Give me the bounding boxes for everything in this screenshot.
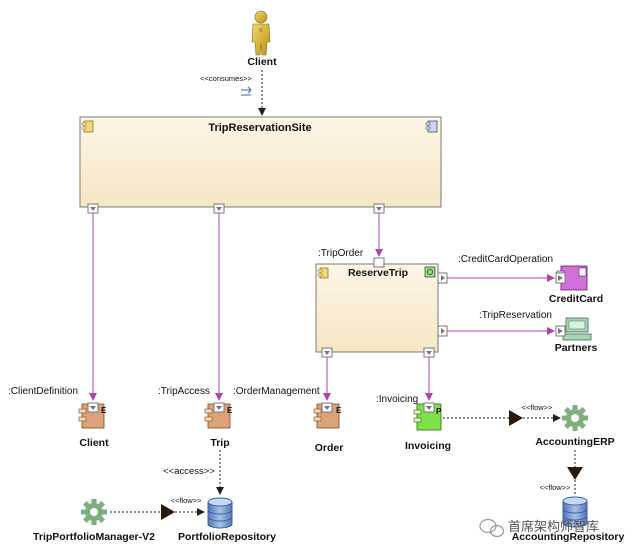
trip-reservation-site[interactable]: TripReservationSite: [79, 116, 442, 214]
label-invoicing: :Invoicing: [376, 394, 418, 405]
computer-icon: [562, 317, 592, 341]
accounting-erp[interactable]: AccountingERP: [535, 405, 615, 448]
site-port-trip-access[interactable]: [213, 203, 225, 214]
portfolio-repository[interactable]: PortfolioRepository: [178, 497, 276, 543]
wechat-icon: [479, 518, 505, 538]
consumes-stereotype: <<consumes>>: [200, 74, 252, 83]
reserve-port-credit-card[interactable]: [437, 272, 448, 284]
invoicing-component[interactable]: P Invoicing: [405, 402, 451, 452]
component-icon: [317, 267, 329, 279]
watermark-text: 首席架构师智库: [508, 519, 599, 534]
site-title: TripReservationSite: [208, 122, 311, 134]
entity-mark: E: [101, 406, 107, 415]
port-labels: :TripOrder :CreditCardOperation :TripRes…: [8, 248, 553, 405]
label-client-definition: :ClientDefinition: [8, 386, 78, 397]
reserve-port-order-management[interactable]: [321, 347, 333, 358]
connectors: [89, 213, 555, 401]
partners-component[interactable]: Partners: [555, 317, 598, 354]
reserve-title: ReserveTrip: [348, 267, 408, 279]
client-actor[interactable]: Client: [247, 10, 277, 68]
process-icon: [424, 266, 436, 278]
label-order-management: :OrderManagement: [233, 386, 320, 397]
flow-stereotype: <<flow>>: [540, 483, 571, 492]
accounting-repository[interactable]: AccountingRepository: [512, 496, 625, 543]
access-trip-to-portfolio[interactable]: <<access>>: [163, 450, 224, 495]
portfolio-repository-label: PortfolioRepository: [178, 531, 276, 543]
accounting-erp-label: AccountingERP: [535, 436, 614, 448]
flow-arrow: [567, 467, 583, 480]
label-trip-reservation: :TripReservation: [479, 310, 552, 321]
interface-icon: [241, 86, 252, 96]
credit-card-component[interactable]: CreditCard: [549, 265, 603, 305]
gear-icon: [562, 405, 588, 431]
flow-manager-to-portfolio[interactable]: <<flow>>: [110, 496, 205, 520]
component-icon: [81, 120, 94, 133]
reserve-trip[interactable]: ReserveTrip: [315, 257, 448, 358]
invoicing-component-label: Invoicing: [405, 440, 451, 452]
flow-erp-to-accounting-repository[interactable]: <<flow>>: [540, 450, 583, 496]
watermark: 首席架构师智库: [479, 518, 599, 538]
actor-label: Client: [247, 56, 277, 68]
client-component-label: Client: [79, 437, 109, 449]
flow-stereotype: <<flow>>: [171, 496, 202, 505]
site-port-client-definition[interactable]: [87, 203, 99, 214]
label-trip-order: :TripOrder: [318, 248, 364, 259]
gear-icon: [81, 499, 107, 525]
access-stereotype: <<access>>: [163, 466, 215, 477]
process-mark: P: [436, 407, 442, 416]
client-component[interactable]: E Client: [78, 402, 109, 449]
reserve-port-trip-reservation[interactable]: [437, 325, 448, 337]
flow-invoicing-to-erp[interactable]: <<flow>>: [443, 403, 561, 426]
entity-mark: E: [227, 406, 233, 415]
label-credit-card-operation: :CreditCardOperation: [458, 254, 553, 265]
trip-portfolio-manager-label: TripPortfolioManager-V2: [33, 531, 155, 543]
actor-icon: [251, 10, 271, 56]
site-port-trip-order[interactable]: [373, 203, 385, 214]
entity-mark: E: [336, 406, 342, 415]
trip-portfolio-manager[interactable]: TripPortfolioManager-V2: [33, 499, 155, 543]
flow-arrow: [161, 504, 175, 520]
credit-card-label: CreditCard: [549, 293, 603, 305]
trip-component[interactable]: E Trip: [204, 402, 233, 449]
reserve-port-invoicing[interactable]: [423, 347, 435, 358]
database-icon: [207, 497, 233, 529]
accounting-repository-label: AccountingRepository: [512, 531, 625, 543]
label-trip-access: :TripAccess: [158, 386, 210, 397]
reserve-port-trip-order[interactable]: [373, 257, 385, 268]
trip-component-label: Trip: [210, 437, 229, 449]
subsystem-icon: [425, 120, 438, 133]
consumes-dependency[interactable]: <<consumes>>: [200, 70, 266, 116]
flow-stereotype: <<flow>>: [522, 403, 553, 412]
flow-arrow: [509, 410, 523, 426]
partners-label: Partners: [555, 342, 598, 354]
order-component[interactable]: E Order: [313, 402, 344, 454]
order-component-label: Order: [315, 442, 344, 454]
